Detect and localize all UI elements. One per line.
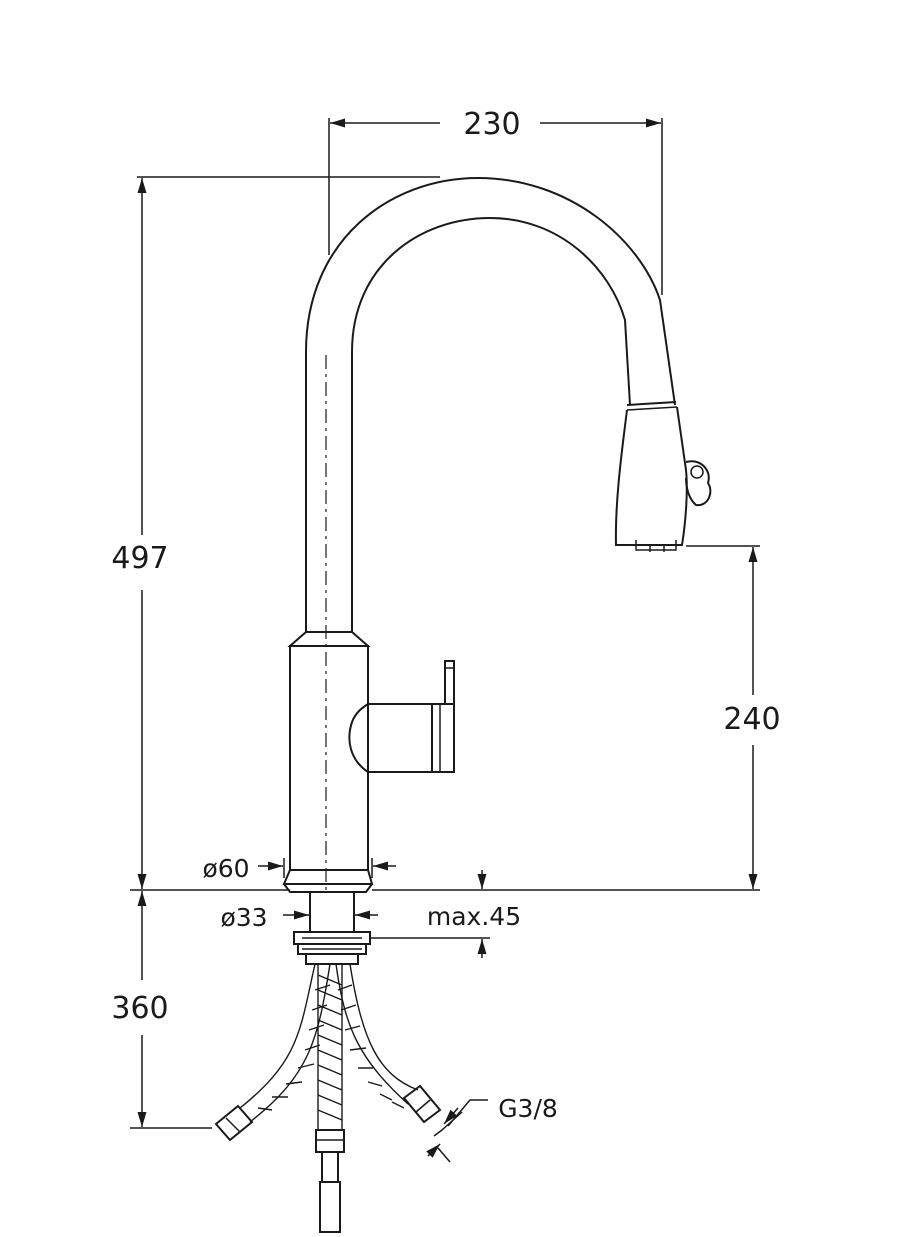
reach-label: 230 — [463, 107, 520, 142]
dimension-outlet-height: 240 — [372, 545, 781, 891]
dimension-base-diameter: ø60 — [202, 854, 396, 883]
max-thickness-label: max.45 — [427, 902, 521, 931]
hose-length-label: 360 — [111, 991, 168, 1026]
dimension-max-thickness: max.45 — [370, 870, 521, 958]
hoses — [214, 963, 442, 1233]
faucet-body — [282, 631, 455, 893]
spout — [305, 176, 676, 890]
mounting-shank — [293, 891, 371, 965]
height-label: 497 — [111, 541, 168, 576]
dimension-connection: G3/8 — [426, 1094, 558, 1163]
dimension-hole-diameter: ø33 — [220, 903, 378, 932]
spray-head — [614, 401, 712, 552]
connection-label: G3/8 — [498, 1094, 558, 1123]
dimension-height: 497 — [111, 176, 440, 891]
base-diameter-label: ø60 — [202, 854, 249, 883]
dimension-reach: 230 — [328, 107, 663, 295]
outlet-height-label: 240 — [723, 702, 780, 737]
dimension-hose-length: 360 — [111, 891, 212, 1129]
hole-diameter-label: ø33 — [220, 903, 267, 932]
